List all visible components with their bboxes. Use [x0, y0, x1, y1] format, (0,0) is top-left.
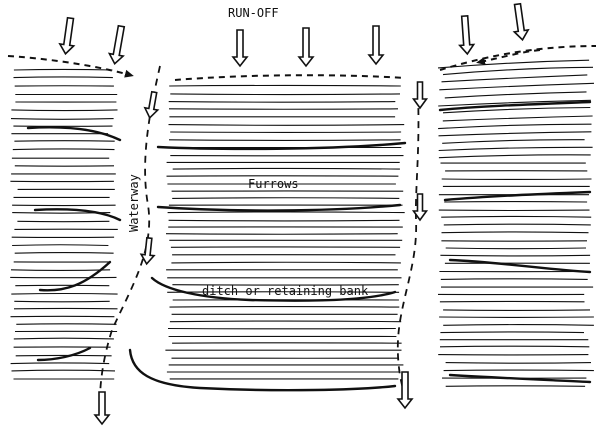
- bank-line: [448, 373, 592, 384]
- flow-line: [7, 55, 134, 78]
- bank-line: [38, 260, 112, 292]
- runoff-flow-lines: [7, 45, 597, 81]
- furrow-line: [13, 337, 114, 340]
- furrow-line: [442, 106, 591, 114]
- runoff-arrow-icon: [411, 81, 429, 110]
- furrow-line: [438, 146, 593, 152]
- bank-line: [443, 190, 592, 202]
- left-field-furrows: [10, 68, 118, 380]
- furrow-line: [10, 269, 111, 271]
- bank-line: [150, 276, 397, 302]
- furrow-line: [441, 215, 592, 218]
- runoff-arrow-icon: [93, 391, 111, 426]
- furrow-line: [165, 233, 398, 235]
- furrow-line: [171, 261, 401, 264]
- furrow-line: [438, 123, 592, 130]
- bank-line: [448, 258, 592, 274]
- runoff-arrow-icon: [58, 16, 76, 56]
- furrow-line: [168, 124, 405, 126]
- bank-line: [156, 141, 407, 151]
- furrow-line: [440, 278, 588, 280]
- waterway-left-drain: [99, 65, 161, 401]
- furrow-line: [169, 84, 401, 87]
- runoff-arrow-icon: [367, 25, 385, 66]
- furrow-line: [443, 309, 591, 311]
- runoff-arrow-icon: [231, 29, 249, 68]
- furrow-line: [13, 76, 113, 79]
- waterway-drains: [99, 65, 420, 401]
- furrow-line: [442, 139, 585, 144]
- furrow-line: [10, 118, 114, 120]
- furrow-line: [14, 252, 114, 254]
- furrow-line: [441, 74, 588, 83]
- furrow-line: [445, 362, 592, 364]
- runoff-arrow-icon: [512, 2, 530, 42]
- waterway-label: Waterway: [127, 174, 141, 232]
- furrow-line: [440, 331, 585, 334]
- flow-line: [174, 74, 406, 81]
- furrow-line: [169, 306, 400, 308]
- furrow-line: [11, 369, 116, 372]
- furrow-line: [441, 231, 589, 234]
- furrow-line: [167, 291, 400, 293]
- furrow-line: [168, 219, 400, 222]
- furrow-line: [16, 323, 117, 325]
- furrow-line: [13, 68, 113, 71]
- bank-line: [438, 100, 592, 112]
- furrow-line: [11, 109, 118, 112]
- furrow-line: [439, 345, 590, 348]
- flow-line: [476, 49, 541, 65]
- furrow-line: [438, 154, 591, 159]
- retaining-banks: [26, 100, 592, 392]
- furrow-line: [442, 66, 594, 76]
- bank-line: [33, 208, 122, 222]
- furrow-line: [438, 99, 591, 107]
- furrow-line: [439, 82, 595, 91]
- furrow-line: [172, 197, 400, 199]
- runoff-arrow-icon: [107, 24, 126, 65]
- ditch-label: ditch or retaining bank: [202, 284, 369, 298]
- furrow-line: [169, 320, 402, 323]
- flow-line: [439, 45, 597, 71]
- waterway-right-drain: [396, 94, 420, 393]
- runoff-arrow-icon: [139, 236, 156, 266]
- furrow-line: [170, 93, 401, 96]
- runoff-arrow-icon: [396, 371, 414, 410]
- furrow-line: [12, 244, 109, 247]
- furrow-line: [445, 247, 587, 250]
- runoff-arrows: [58, 2, 530, 426]
- furrow-line: [167, 211, 405, 214]
- furrow-line: [10, 362, 110, 365]
- furrow-line: [443, 324, 594, 326]
- furrow-line: [444, 91, 587, 99]
- runoff-arrow-icon: [297, 27, 315, 68]
- bank-line: [156, 203, 402, 212]
- furrow-line: [168, 139, 401, 141]
- furrow-line: [437, 59, 590, 69]
- furrow-line: [12, 148, 115, 151]
- runoff-arrow-icon: [458, 14, 476, 56]
- furrow-line: [442, 115, 593, 122]
- furrow-line: [443, 369, 594, 372]
- bank-line: [26, 126, 122, 142]
- furrow-line: [11, 292, 118, 295]
- furrow-line: [440, 254, 591, 257]
- furrow-line: [443, 223, 591, 226]
- bank-line: [36, 346, 92, 362]
- bank-line: [128, 348, 397, 392]
- furrow-line: [14, 140, 115, 142]
- furrow-line: [14, 300, 110, 303]
- runoff-arrow-icon: [143, 90, 160, 120]
- furrow-line: [168, 101, 396, 103]
- runoff-label: RUN-OFF: [228, 6, 279, 20]
- center-field-furrows: [165, 84, 405, 380]
- furrow-line: [438, 131, 592, 137]
- runoff-arrow-icon: [411, 193, 429, 222]
- furrow-line: [172, 167, 400, 170]
- furrows-label: Furrows: [248, 177, 299, 191]
